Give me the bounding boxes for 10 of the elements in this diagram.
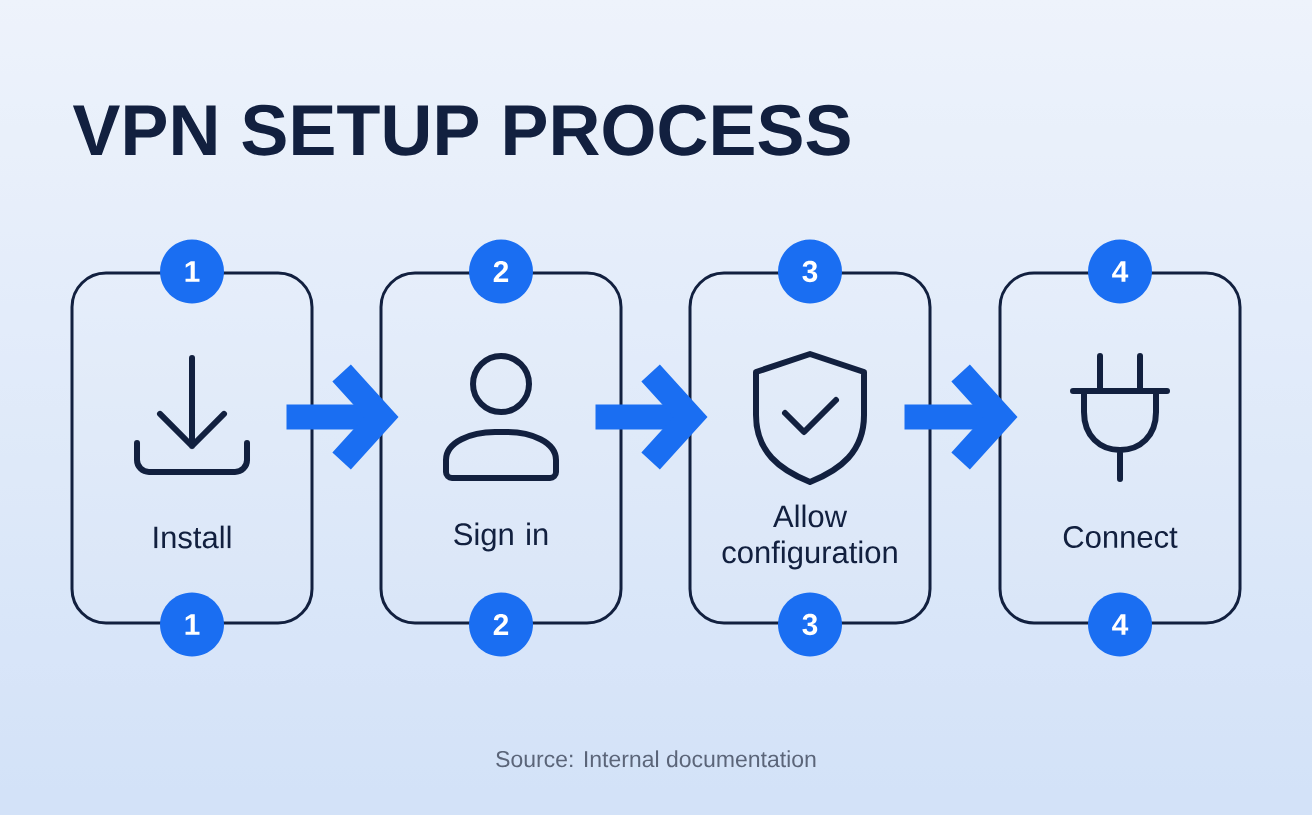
- number-badge: 2: [469, 239, 533, 304]
- number-badge: 1: [160, 239, 224, 304]
- title: VPN SETUP PROCESS: [72, 104, 850, 156]
- number-badge: 1: [160, 592, 224, 657]
- number-badge: 3: [778, 592, 842, 657]
- number-badge: 3: [778, 239, 842, 304]
- caption: Source: Internal documentation: [496, 750, 816, 768]
- number-badge: 4: [1088, 239, 1152, 304]
- number-badge: 4: [1088, 592, 1152, 657]
- number-badge: 2: [469, 592, 533, 657]
